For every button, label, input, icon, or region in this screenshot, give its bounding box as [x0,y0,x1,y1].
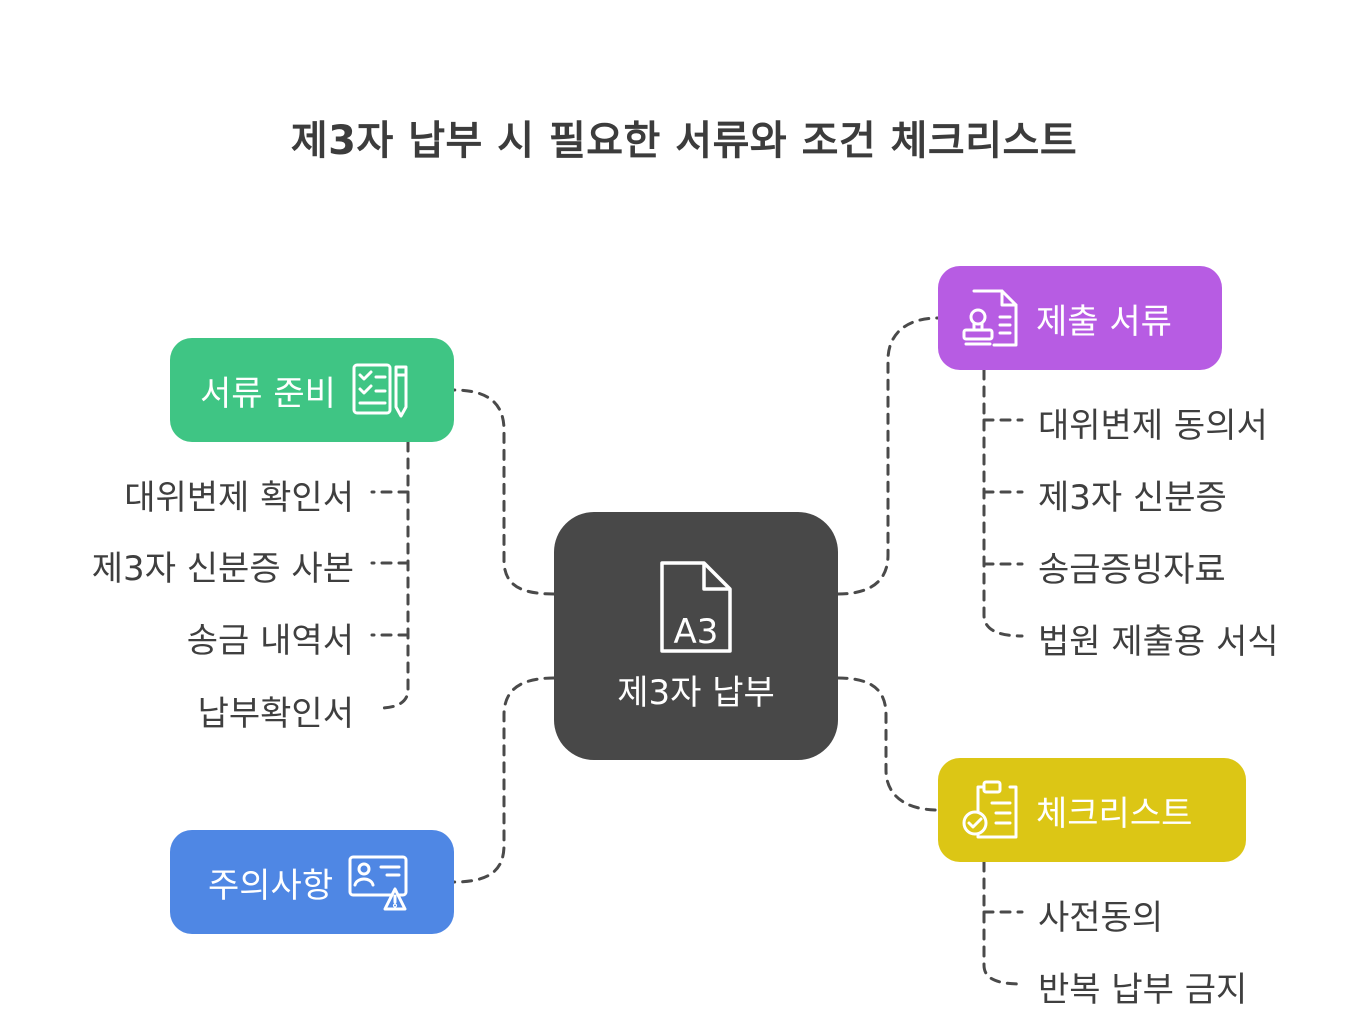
diagram-title: 제3자 납부 시 필요한 서류와 조건 체크리스트 [290,118,1078,164]
submit-item: 대위변제 동의서 [1038,406,1268,446]
prep-item: 송금 내역서 [186,621,354,661]
branch-caution-label: 주의사항 [208,865,334,906]
branch-checklist-label: 체크리스트 [1036,793,1193,834]
prep-item: 납부확인서 [197,694,354,734]
branch-checklist[interactable]: 체크리스트 [938,758,1246,862]
submit-item: 법원 제출용 서식 [1038,622,1279,662]
checklist-pen-icon [350,359,412,421]
branch-prep-label: 서류 준비 [200,373,336,414]
submit-item: 제3자 신분증 [1038,478,1227,518]
center-label: 제3자 납부 [617,672,775,713]
id-card-warning-icon [347,851,409,913]
branch-submit-label: 제출 서류 [1036,301,1172,342]
document-a3-text: A3 [674,612,719,652]
checklist-item: 사전동의 [1038,898,1164,938]
branch-prep[interactable]: 서류 준비 [170,338,454,442]
prep-item: 대위변제 확인서 [124,478,354,518]
clipboard-check-icon [960,779,1022,841]
submit-item: 송금증빙자료 [1038,550,1226,590]
branch-submit[interactable]: 제출 서류 [938,266,1222,370]
document-stamp-icon [960,287,1022,349]
center-node[interactable]: A3 제3자 납부 [554,512,838,760]
prep-item: 제3자 신분증 사본 [91,549,354,589]
branch-caution[interactable]: 주의사항 [170,830,454,934]
checklist-item: 반복 납부 금지 [1038,970,1248,1010]
document-a3-icon: A3 [658,559,734,659]
